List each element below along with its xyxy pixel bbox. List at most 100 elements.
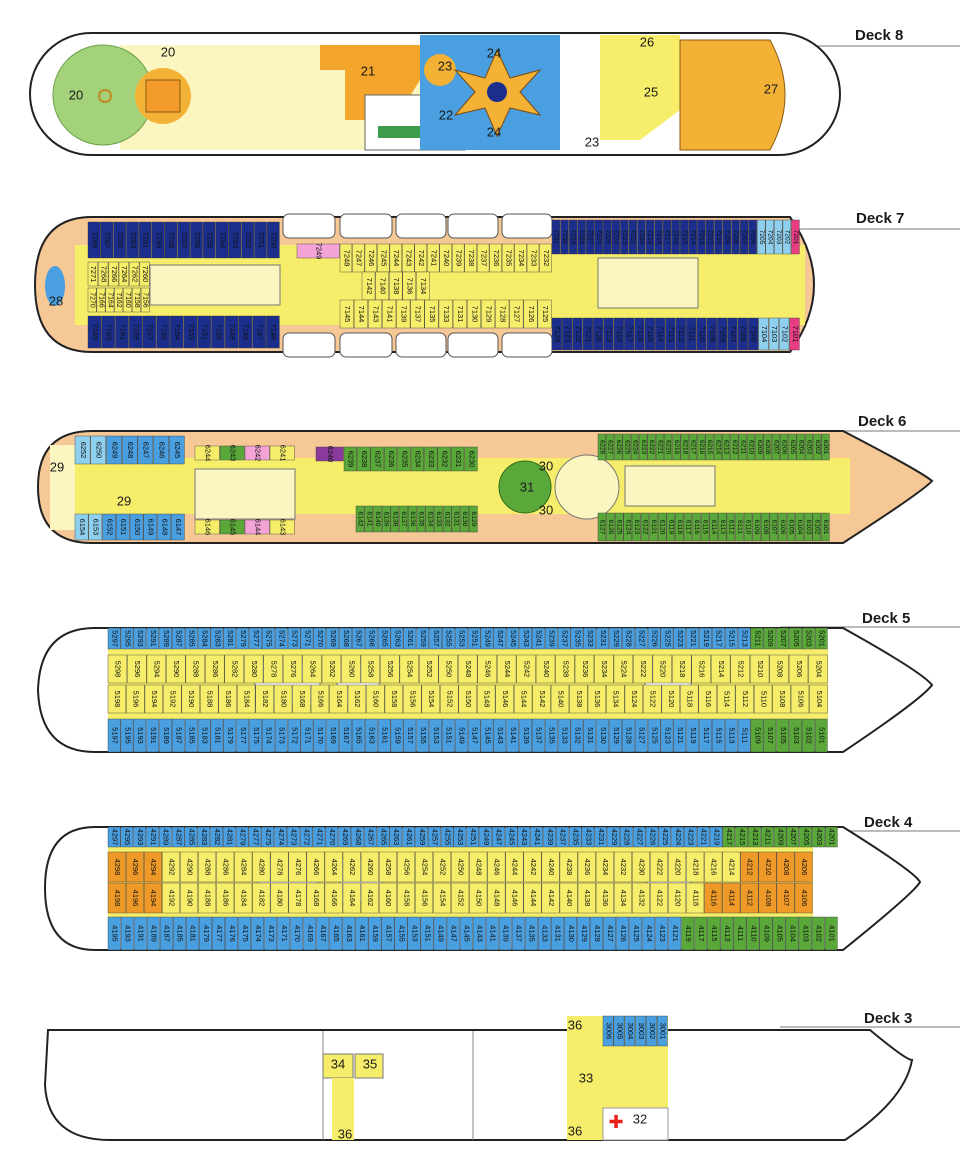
deck-6-cabin-6111 (735, 512, 744, 542)
deck-6-cabin-6141 (364, 505, 374, 533)
deck-7-cabin-7239 (452, 243, 465, 273)
deck-4-cabin-number: 4254 (420, 859, 429, 876)
deck-4-cabin-4220 (668, 851, 687, 883)
deck-7-cabin-number: 7248 (342, 250, 351, 267)
deck-6-cabin-number: 6234 (414, 451, 423, 468)
deck-5-cabin-5243 (519, 627, 532, 650)
deck-6-cabin-number: 6239 (347, 451, 356, 468)
deck-6-cabin-6214 (713, 433, 722, 461)
deck-8-area-label-23a: 23 (438, 58, 452, 73)
deck-4-cabin-4258 (378, 851, 397, 883)
deck-4-cabin-4160 (378, 882, 397, 914)
deck-6-cabin-number: 6117 (684, 520, 691, 535)
deck-7-cabin-number: 7265 (116, 232, 125, 249)
deck-5-cabin-number: 5169 (329, 727, 338, 744)
deck-6-cabin-6143 (269, 519, 295, 535)
deck-7-cabin-7240 (439, 243, 452, 273)
deck-7-cabin-7151 (197, 315, 212, 349)
deck-4-cabin-4162 (360, 882, 379, 914)
deck-6-cabin-number: 6150 (133, 519, 142, 536)
deck-6-cabin-number: 6152 (105, 519, 114, 536)
deck-4-cabin-number: 4182 (258, 890, 267, 907)
deck-7-cabin-number: 7219 (647, 230, 654, 245)
deck-7-cabin-7165 (87, 315, 102, 349)
deck-5-cabin-number: 5224 (620, 661, 629, 678)
deck-4-cabin-4105 (772, 916, 786, 951)
deck-5-cabin-5260 (341, 654, 361, 684)
deck-4-cabin-number: 4277 (251, 829, 260, 846)
deck-4-cabin-4266 (306, 851, 325, 883)
deck-4-cabin-4155 (394, 916, 408, 951)
deck-5-cabin-number: 5148 (482, 691, 491, 708)
deck-4-cabin-number: 4288 (203, 859, 212, 876)
deck-6-cabin-number: 6143 (279, 519, 288, 536)
deck-5-cabin-5225 (660, 627, 674, 650)
deck-4-cabin-number: 4234 (601, 859, 610, 876)
deck-6-cabin-6202 (813, 433, 822, 461)
deck-5-cabin-5276 (282, 654, 303, 684)
deck-5-cabin-5148 (477, 684, 496, 714)
deck-5-cabin-number: 5269 (329, 630, 338, 647)
deck-6-cabin-number: 6235 (400, 451, 409, 468)
deck-5-cabin-number: 5127 (638, 727, 647, 744)
deck-6-cabin-6224 (630, 433, 640, 461)
deck-8-center-marker (98, 89, 112, 103)
deck-7-cabin-number: 7249 (315, 243, 324, 260)
deck-5-cabin-number: 5273 (290, 630, 299, 647)
deck-5-cabin-5163 (364, 718, 378, 753)
deck-7-cabin-number: 7255 (206, 232, 215, 249)
deck-4-cabin-number: 4294 (149, 859, 158, 876)
deck-6-cabin-number: 6206 (781, 440, 788, 455)
deck-4-cabin-4253 (453, 826, 467, 848)
deck-6-cabin-6218 (680, 433, 689, 461)
deck-7-cabin-number: 7158 (133, 292, 140, 308)
deck-5-cabin-number: 5265 (380, 630, 389, 647)
deck-6-cabin-6122 (640, 512, 650, 542)
deck-5-cabin-number: 5120 (667, 691, 676, 708)
deck-7-cabin-number: 7156 (142, 292, 149, 308)
deck-6-cabin-number: 6104 (796, 520, 803, 535)
deck-6-cabin-number: 6220 (665, 440, 672, 455)
deck-6-lobby-b (624, 465, 716, 507)
deck-4-cabin-4244 (505, 851, 524, 883)
deck-5-cabin-5156 (403, 684, 422, 714)
deck-5-cabin-number: 5184 (242, 691, 251, 708)
deck-5-cabin-5155 (416, 718, 430, 753)
deck-3-cabin-3003 (635, 1015, 646, 1047)
deck-6-cabin-6119 (666, 512, 675, 542)
deck-7-cabin-7112 (675, 317, 686, 351)
deck-5-cabin-number: 5257 (432, 630, 441, 647)
deck-6-cabin-number: 6247 (142, 442, 151, 459)
deck-6-cabin-number: 6205 (789, 440, 796, 455)
deck-4-cabin-4218 (686, 851, 705, 883)
deck-5-cabin-5121 (673, 718, 687, 753)
deck-5-cabin-5151 (442, 718, 455, 753)
deck-7-cabin-7236 (489, 243, 502, 273)
deck-6-cabin-number: 6219 (673, 440, 680, 455)
deck-6-cabin-number: 6136 (409, 511, 416, 526)
deck-7-cabin-number: 7224 (612, 230, 619, 245)
deck-5-cabin-number: 5233 (586, 630, 595, 647)
deck-4-cabin-4110 (746, 916, 760, 951)
deck-4-cabin-number: 4160 (384, 890, 393, 907)
deck-4-cabin-4286 (216, 851, 235, 883)
deck-7-cabin-number: 7241 (430, 250, 439, 267)
deck-4-cabin-4113 (720, 916, 734, 951)
deck-7-cabin-7102 (779, 317, 790, 351)
deck-5-cabin-number: 5217 (715, 630, 724, 647)
deck-5-cabin-number: 5157 (406, 727, 415, 744)
deck-4-cabin-4195 (107, 916, 121, 951)
deck-7-cabin-7262 (129, 261, 140, 287)
deck-4-cabin-number: 4145 (462, 925, 471, 942)
deck-4-cabin-4127 (603, 916, 616, 951)
deck-4-cabin-number: 4194 (149, 890, 158, 907)
deck-6-cabin-number: 6252 (79, 442, 88, 459)
deck-7-cabin-number: 7124 (553, 326, 562, 343)
deck-4-cabin-4213 (748, 826, 761, 848)
deck-7-cabin-7140 (375, 271, 389, 301)
deck-5-cabin-5263 (390, 627, 404, 650)
deck-5-cabin-number: 5262 (328, 661, 337, 678)
deck-4-cabin-number: 4205 (802, 829, 811, 846)
deck-6-cabin-number: 6248 (126, 442, 135, 459)
deck-5-cabin-number: 5159 (393, 727, 402, 744)
